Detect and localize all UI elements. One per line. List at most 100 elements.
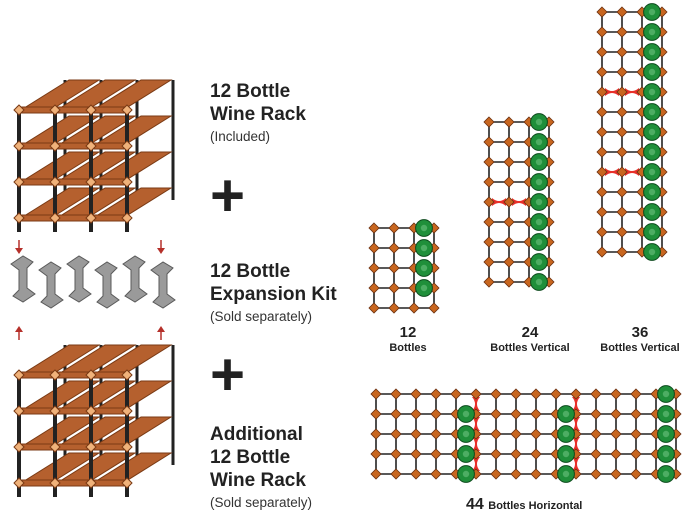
grid-joint <box>530 428 542 440</box>
wine-bottle-highlight <box>535 118 543 126</box>
wine-bottle-highlight <box>535 238 543 246</box>
wine-rack-12-included-illustration <box>13 79 175 232</box>
config-12-number: 12 <box>399 324 417 341</box>
grid-joint <box>616 206 628 218</box>
grid-joint <box>610 408 622 420</box>
rack2-title-line2: 12 Bottle <box>210 447 291 468</box>
grid-joint <box>370 408 382 420</box>
rack2-title-line1: Additional <box>210 424 303 445</box>
grid-joint <box>510 448 522 460</box>
grid-joint <box>630 448 642 460</box>
rack-joint <box>13 212 25 224</box>
config-44-label: 44 Bottles Horizontal <box>466 496 582 514</box>
grid-joint <box>596 106 608 118</box>
rack-front-rail <box>16 178 130 186</box>
plus-sign-2: + <box>210 341 246 408</box>
kit-connector-piece <box>10 255 36 303</box>
rack-joint <box>49 405 61 417</box>
grid-joint <box>503 236 515 248</box>
rack-front-rail <box>16 407 130 415</box>
wine-bottle-highlight <box>535 138 543 146</box>
wine-bottle-highlight <box>562 450 570 458</box>
grid-joint <box>410 388 422 400</box>
rack-joint <box>49 441 61 453</box>
rack-joint <box>121 441 133 453</box>
wine-bottle-highlight <box>535 278 543 286</box>
grid-joint <box>610 388 622 400</box>
kit-connector-piece <box>150 261 176 309</box>
wine-bottle-highlight <box>648 148 656 156</box>
config-44-word: Bottles Horizontal <box>488 500 583 512</box>
grid-joint <box>550 388 562 400</box>
grid-joint <box>503 136 515 148</box>
rack-joint <box>49 140 61 152</box>
grid-expansion-connector <box>472 457 480 471</box>
grid-expansion-connector <box>472 397 480 411</box>
grid-joint <box>616 86 628 98</box>
grid-joint <box>388 262 400 274</box>
config-36-bottles-vertical-grid <box>596 3 668 261</box>
grid-expansion-connector <box>472 437 480 451</box>
grid-expansion-connector <box>472 417 480 431</box>
rack-joint <box>121 369 133 381</box>
grid-joint <box>368 222 380 234</box>
rack-front-rail <box>16 142 130 150</box>
kit-arrow-icon <box>157 326 165 340</box>
grid-joint <box>490 468 502 480</box>
kit-arrow-head <box>157 248 165 254</box>
config-36-word: Bottles Vertical <box>600 342 680 354</box>
grid-joint <box>590 388 602 400</box>
grid-joint <box>388 302 400 314</box>
rack-joint <box>121 176 133 188</box>
grid-joint <box>510 388 522 400</box>
wine-bottle-highlight <box>420 284 428 292</box>
kit-note: (Sold separately) <box>210 309 313 324</box>
grid-joint <box>616 106 628 118</box>
wine-bottle-highlight <box>648 168 656 176</box>
grid-joint <box>616 146 628 158</box>
rack2-text: Additional 12 Bottle Wine Rack (Sold sep… <box>210 423 312 510</box>
grid-joint <box>503 176 515 188</box>
grid-joint <box>370 428 382 440</box>
rack-joint <box>13 405 25 417</box>
config-12-word: Bottles <box>389 342 427 354</box>
grid-joint <box>530 388 542 400</box>
grid-joint <box>610 428 622 440</box>
grid-joint <box>596 6 608 18</box>
rack-joint <box>121 212 133 224</box>
config-24-label: 24 Bottles Vertical <box>470 324 590 355</box>
grid-joint <box>483 196 495 208</box>
rack1-title-line1: 12 Bottle <box>210 81 291 102</box>
wine-bottle-highlight <box>562 410 570 418</box>
wine-bottle-highlight <box>535 258 543 266</box>
rack-front-rail <box>16 214 130 222</box>
grid-joint <box>483 116 495 128</box>
rack-joint <box>85 441 97 453</box>
rack-joint <box>85 176 97 188</box>
rack-joint <box>49 212 61 224</box>
kit-arrow-head <box>15 248 23 254</box>
wine-bottle-highlight <box>462 410 470 418</box>
grid-joint <box>430 468 442 480</box>
grid-joint <box>450 388 462 400</box>
wine-bottle-highlight <box>462 430 470 438</box>
wine-bottle-highlight <box>420 264 428 272</box>
rack-front-rail <box>16 479 130 487</box>
grid-joint <box>590 428 602 440</box>
grid-joint <box>503 216 515 228</box>
rack-joint <box>121 140 133 152</box>
grid-expansion-connector <box>625 168 639 176</box>
wine-bottle-highlight <box>648 188 656 196</box>
config-44-number: 44 <box>466 496 484 513</box>
config-24-bottles-vertical-grid <box>483 113 555 291</box>
kit-arrow-head <box>157 326 165 332</box>
rack-joint <box>85 140 97 152</box>
grid-joint <box>616 166 628 178</box>
grid-joint <box>490 408 502 420</box>
grid-joint <box>590 448 602 460</box>
grid-expansion-connector <box>572 437 580 451</box>
grid-joint <box>596 26 608 38</box>
rack1-note: (Included) <box>210 129 271 144</box>
rack-joint <box>85 104 97 116</box>
wine-bottle-highlight <box>648 108 656 116</box>
